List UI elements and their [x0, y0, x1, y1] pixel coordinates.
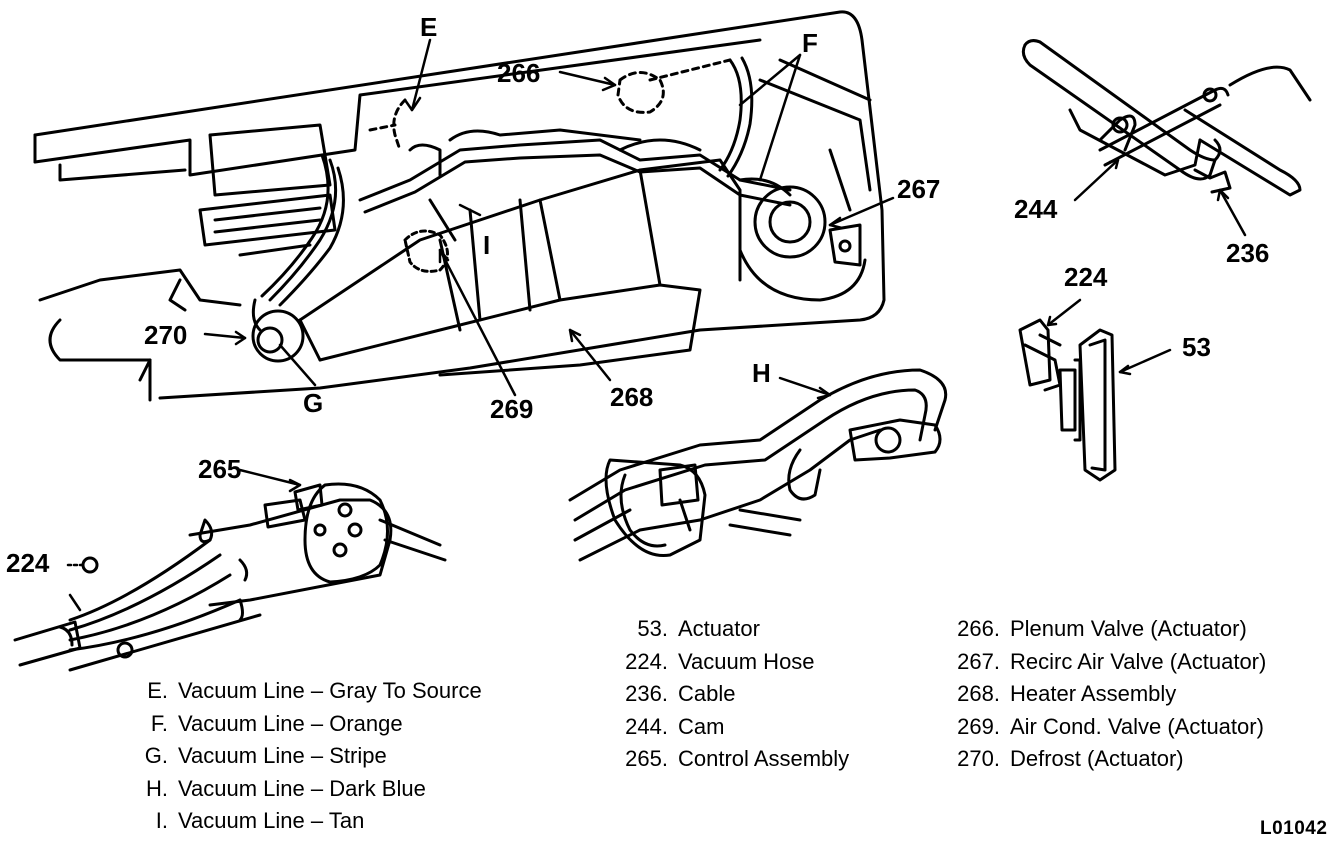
legend-key: F. — [150, 710, 168, 736]
callout-i: I — [483, 230, 491, 260]
legend-row: F. Vacuum Line – Orange — [140, 710, 482, 746]
callout-269: 269 — [490, 394, 534, 424]
legend-row: 267. Recirc Air Valve (Actuator) — [944, 648, 1267, 684]
legend-key: I. — [155, 808, 168, 833]
legend-text: Cam — [678, 713, 725, 739]
legend-key: 270. — [957, 746, 1000, 771]
callout-244: 244 — [1014, 194, 1058, 224]
legend-parts-b: 266. Plenum Valve (Actuator) 267. Recirc A… — [944, 618, 1266, 781]
legend-row: G. Vacuum Line – Stripe — [140, 745, 482, 778]
legend-text: Cable — [678, 681, 736, 706]
legend-key: G. — [144, 743, 168, 768]
leader-lines-actuator — [1046, 298, 1172, 376]
legend-row: H. Vacuum Line – Dark Blue — [140, 775, 482, 811]
legend-row: E. Vacuum Line – Gray To Source — [140, 678, 482, 713]
legend-row: 53. Actuator — [610, 618, 849, 651]
legend-text: Vacuum Line – Tan — [178, 808, 365, 833]
legend-row: 269. Air Cond. Valve (Actuator) — [944, 713, 1266, 749]
hose-h-detail — [568, 368, 948, 562]
legend-key: 224. — [625, 648, 668, 674]
legend-row: 236. Cable — [610, 683, 849, 716]
legend-key: 269. — [957, 713, 1000, 739]
callout-53: 53 — [1182, 332, 1211, 362]
legend-key: 268. — [957, 681, 1000, 706]
legend-row: 224. Vacuum Hose — [610, 648, 849, 684]
legend-text: Heater Assembly — [1010, 681, 1177, 706]
legend-text: Actuator — [678, 616, 760, 641]
callout-f: F — [802, 28, 818, 58]
callout-236: 236 — [1226, 238, 1270, 268]
legend-text: Vacuum Line – Gray To Source — [178, 678, 482, 703]
leader-lines-main — [203, 38, 895, 397]
legend-key: 53. — [637, 616, 668, 641]
callout-e: E — [420, 12, 438, 42]
control-assembly-detail — [13, 482, 447, 672]
callout-224-left: 224 — [6, 548, 50, 578]
legend-text: Defrost (Actuator) — [1010, 746, 1184, 771]
legend-parts-a: 53. Actuator 224. Vacuum Hose 236. Cable 24… — [610, 618, 849, 781]
leader-lines-h — [778, 376, 832, 400]
callout-g: G — [303, 388, 324, 418]
legend-key: 244. — [625, 713, 668, 739]
legend-key: 236. — [625, 681, 668, 706]
legend-row: I. Vacuum Line – Tan — [140, 810, 482, 843]
leader-lines-cam — [1073, 158, 1247, 237]
legend-key: 265. — [625, 746, 668, 771]
legend-text: Vacuum Line – Orange — [178, 710, 403, 736]
legend-text: Air Cond. Valve (Actuator) — [1010, 713, 1264, 739]
legend-text: Recirc Air Valve (Actuator) — [1010, 648, 1267, 674]
legend-row: 244. Cam — [610, 713, 849, 749]
legend-row: 265. Control Assembly — [610, 748, 849, 781]
legend-row: 270. Defrost (Actuator) — [944, 748, 1266, 781]
legend-text: Plenum Valve (Actuator) — [1010, 616, 1247, 641]
legend-key: 266. — [957, 616, 1000, 641]
dash-heater-assembly — [33, 10, 886, 402]
legend-vacuum-lines: E. Vacuum Line – Gray To Source F. Vacuum … — [140, 680, 482, 843]
legend-row: 268. Heater Assembly — [944, 683, 1266, 716]
callout-268: 268 — [610, 382, 654, 412]
callout-270: 270 — [144, 320, 188, 350]
callout-267: 267 — [897, 174, 941, 204]
leader-lines-control — [66, 468, 302, 612]
actuator-53-detail — [1018, 318, 1117, 482]
legend-row: 266. Plenum Valve (Actuator) — [944, 618, 1266, 651]
callout-266: 266 — [497, 58, 541, 88]
callout-265: 265 — [198, 454, 242, 484]
legend-key: E. — [147, 678, 168, 703]
callout-h: H — [752, 358, 771, 388]
legend-key: H. — [146, 775, 168, 801]
legend-key: 267. — [957, 648, 1000, 674]
legend-text: Vacuum Line – Stripe — [178, 743, 387, 768]
legend-text: Vacuum Hose — [678, 648, 815, 674]
legend-text: Vacuum Line – Dark Blue — [178, 775, 426, 801]
figure-code: L01042 — [1260, 818, 1328, 839]
cam-cable-detail — [1021, 39, 1312, 197]
legend-text: Control Assembly — [678, 746, 850, 771]
callout-224-right: 224 — [1064, 262, 1108, 292]
